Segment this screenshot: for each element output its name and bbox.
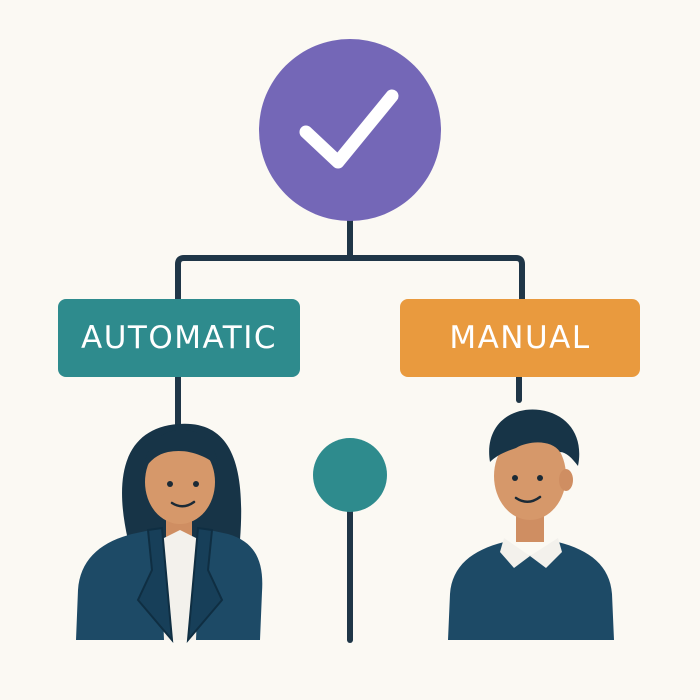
man-hair	[489, 409, 580, 466]
connector-bar	[175, 255, 525, 303]
man-avatar-icon	[448, 409, 614, 640]
woman-avatar-icon	[76, 423, 263, 644]
checkmark-icon	[259, 39, 441, 221]
connector-lines	[175, 217, 525, 643]
automatic-label: AUTOMATIC	[58, 299, 300, 377]
manual-label: MANUAL	[400, 299, 640, 377]
teal-dot-icon	[313, 438, 387, 512]
